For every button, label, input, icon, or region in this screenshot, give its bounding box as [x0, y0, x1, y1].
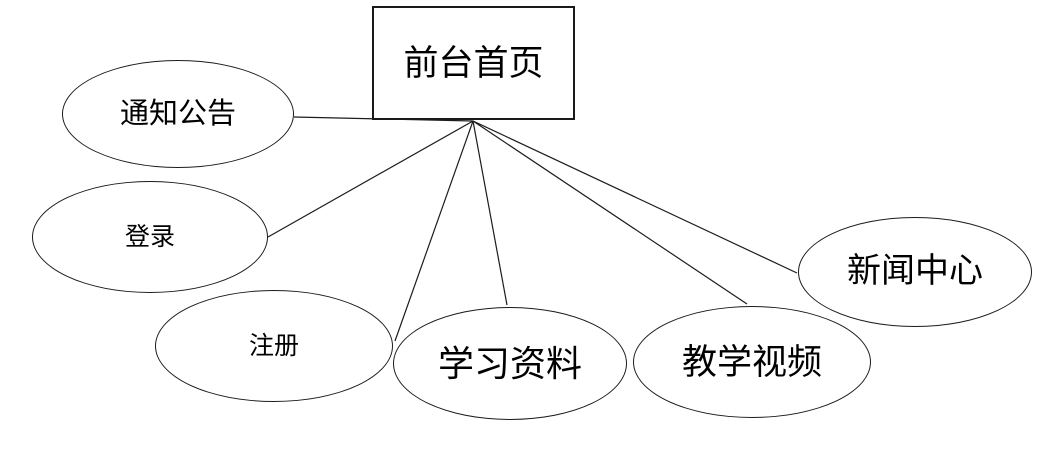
node-news-center: 新闻中心	[798, 217, 1032, 327]
node-news-center-label: 新闻中心	[847, 253, 983, 290]
edge-home-to-materials	[472, 120, 508, 306]
node-login-label: 登录	[124, 223, 175, 251]
node-front-page-label: 前台首页	[403, 43, 544, 83]
edge-home-to-register	[394, 120, 474, 342]
edge-home-to-videos	[472, 120, 748, 305]
node-notice-announcements: 通知公告	[62, 60, 294, 168]
node-study-materials: 学习资料	[393, 307, 627, 420]
edge-home-to-news	[472, 120, 798, 274]
node-register-label: 注册	[248, 332, 299, 360]
node-notice-announcements-label: 通知公告	[119, 97, 236, 130]
node-teaching-videos-label: 教学视频	[681, 342, 822, 382]
node-front-page: 前台首页	[372, 6, 575, 120]
node-register: 注册	[155, 290, 393, 402]
edge-home-to-login	[267, 120, 474, 238]
node-login: 登录	[32, 181, 268, 293]
node-teaching-videos: 教学视频	[633, 306, 871, 418]
node-study-materials-label: 学习资料	[437, 343, 582, 384]
